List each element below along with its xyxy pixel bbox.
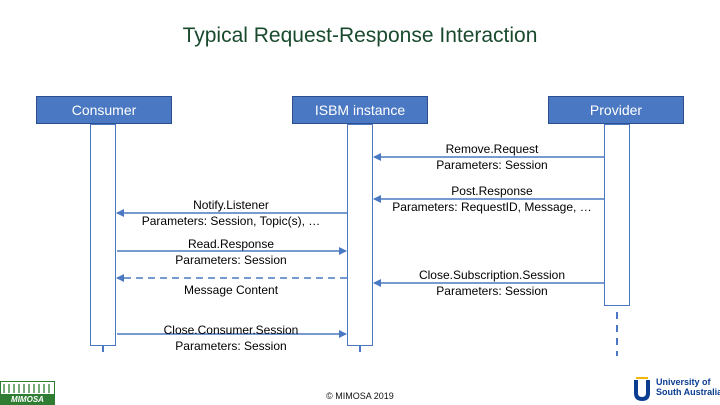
mimosa-logo: MIMOSA: [0, 381, 55, 405]
msg-notify-listener-params: Parameters: Session, Topic(s), …: [141, 214, 321, 228]
msg-close-consumer: Close.Consumer.Session Parameters: Sessi…: [136, 322, 326, 354]
unisa-wordmark-line1: University of: [656, 377, 711, 387]
msg-post-response: Post.Response Parameters: RequestID, Mes…: [382, 183, 602, 215]
svg-text:MIMOSA: MIMOSA: [11, 395, 44, 404]
msg-message-content-name: Message Content: [183, 283, 279, 297]
msg-notify-listener: Notify.Listener Parameters: Session, Top…: [126, 197, 336, 229]
actor-consumer: Consumer: [36, 96, 172, 124]
unisa-wordmark-line2: South Australia: [656, 387, 720, 397]
msg-close-subscription: Close.Subscription.Session Parameters: S…: [397, 267, 587, 299]
actor-provider-label: Provider: [589, 102, 643, 118]
msg-remove-request-name: Remove.Request: [445, 142, 539, 156]
msg-read-response-name: Read.Response: [187, 237, 275, 251]
msg-read-response: Read.Response Parameters: Session: [151, 236, 311, 268]
msg-remove-request-params: Parameters: Session: [436, 158, 548, 172]
actor-provider: Provider: [548, 96, 684, 124]
msg-notify-listener-name: Notify.Listener: [193, 198, 269, 212]
msg-remove-request: Remove.Request Parameters: Session: [412, 141, 572, 173]
diagram-title: Typical Request-Response Interaction: [182, 24, 538, 47]
actor-isbm-instance: ISBM instance: [292, 96, 428, 124]
unisa-wordmark: University of South Australia: [656, 377, 720, 397]
consumer-lifeline: [90, 124, 116, 346]
isbm-lifeline: [347, 124, 373, 346]
copyright-footer: © MIMOSA 2019: [326, 391, 394, 401]
msg-message-content: Message Content: [151, 282, 311, 298]
msg-read-response-params: Parameters: Session: [175, 253, 287, 267]
actor-isbm-label: ISBM instance: [314, 102, 406, 118]
msg-close-subscription-params: Parameters: Session: [436, 284, 548, 298]
unisa-logo: [634, 377, 650, 401]
provider-lifeline: [604, 124, 630, 306]
msg-close-consumer-params: Parameters: Session: [175, 339, 287, 353]
msg-close-consumer-name: Close.Consumer.Session: [163, 323, 299, 337]
msg-post-response-params: Parameters: RequestID, Message, …: [392, 200, 592, 214]
msg-post-response-name: Post.Response: [451, 184, 533, 198]
msg-close-subscription-name: Close.Subscription.Session: [418, 268, 566, 282]
actor-consumer-label: Consumer: [71, 102, 137, 118]
